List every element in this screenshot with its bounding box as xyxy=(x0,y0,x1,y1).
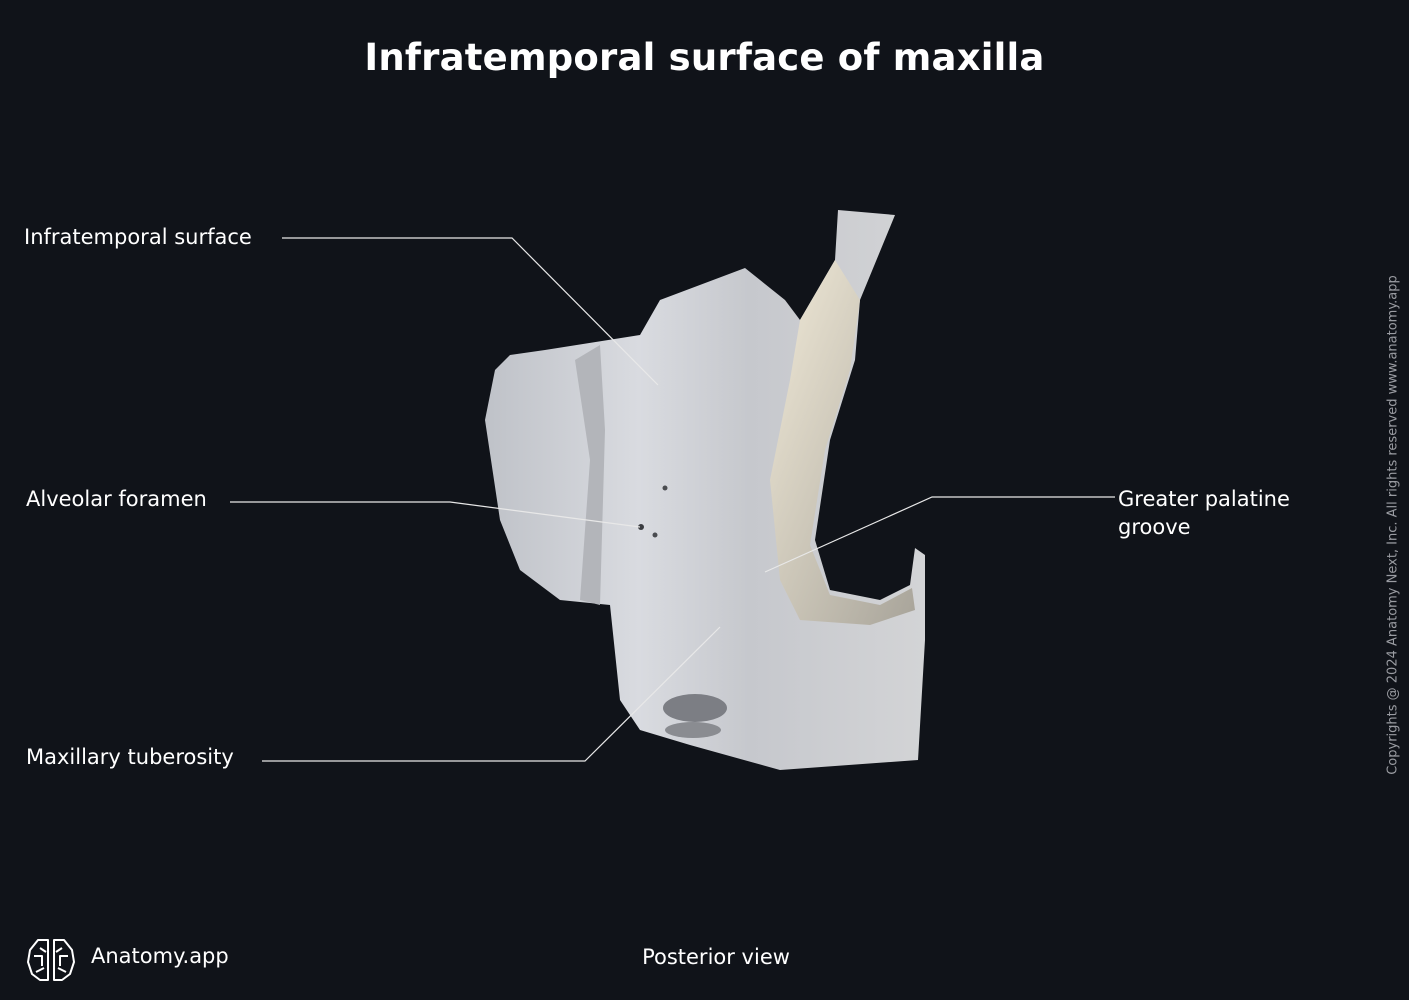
brand-name: Anatomy.app xyxy=(91,944,229,968)
page-title: Infratemporal surface of maxilla xyxy=(364,36,1045,79)
maxilla-bone xyxy=(485,210,925,770)
label-maxillary-tuberosity: Maxillary tuberosity xyxy=(26,745,234,769)
view-caption: Posterior view xyxy=(642,945,790,969)
label-infratemporal-surface: Infratemporal surface xyxy=(24,225,252,249)
label-greater-palatine-groove: Greater palatine groove xyxy=(1118,485,1290,541)
label-greater-palatine-groove-line2: groove xyxy=(1118,515,1191,539)
label-greater-palatine-groove-line1: Greater palatine xyxy=(1118,487,1290,511)
leader-line-alveolar-foramen xyxy=(230,501,641,528)
leader-line-infratemporal-surface xyxy=(282,237,659,386)
label-alveolar-foramen: Alveolar foramen xyxy=(26,487,207,511)
copyright-notice: Copyrights @ 2024 Anatomy Next, Inc. All… xyxy=(1385,275,1401,775)
brain-icon xyxy=(27,939,75,981)
leader-line-greater-palatine-groove xyxy=(764,496,1115,573)
leader-line-maxillary-tuberosity xyxy=(262,626,721,762)
